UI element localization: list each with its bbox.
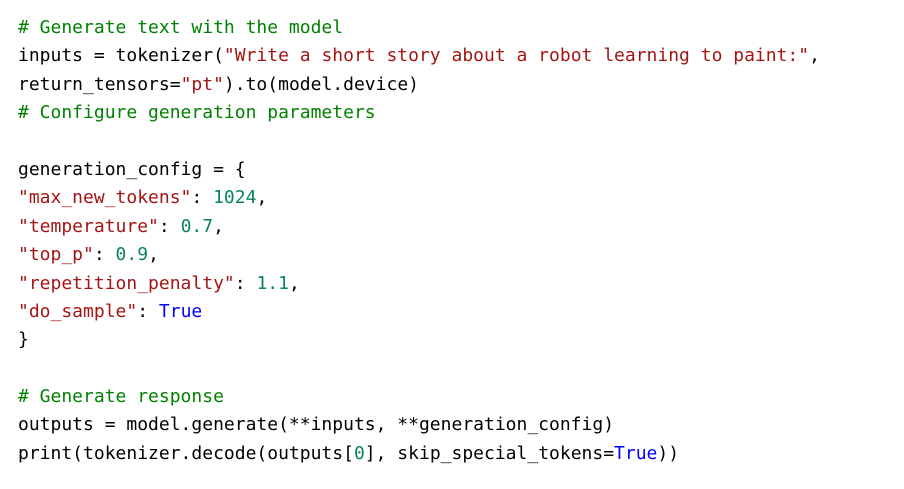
code-token-comment: # Generate text with the model (18, 17, 344, 38)
code-token-number: 0.7 (180, 215, 214, 237)
code-token-plain: ).to(model.device) (223, 73, 419, 95)
code-token-keyword: True (614, 442, 658, 464)
code-token-plain: : (191, 187, 214, 209)
code-line: "top_p": 0.9, (18, 241, 898, 269)
code-token-number: 1024 (213, 187, 257, 209)
code-token-plain: : (93, 244, 116, 266)
code-line: # Generate text with the model (18, 14, 898, 42)
code-token-plain: : (158, 215, 181, 237)
code-token-plain: : (234, 272, 257, 294)
code-line: "repetition_penalty": 1.1, (18, 270, 898, 298)
code-token-plain: , (213, 215, 224, 237)
code-line: # Configure generation parameters (18, 99, 898, 127)
code-line: generation_config = { (18, 156, 898, 184)
code-line: inputs = tokenizer("Write a short story … (18, 42, 898, 70)
code-token-comment: # Generate response (18, 386, 224, 408)
code-token-plain: } (18, 329, 29, 351)
code-token-plain: , (256, 187, 268, 209)
code-token-plain: : (137, 300, 159, 322)
code-block: # Generate text with the model inputs = t… (18, 14, 898, 468)
code-token-keyword: True (158, 300, 203, 322)
code-token-plain: , (809, 45, 820, 67)
code-token-plain: inputs = tokenizer( (18, 45, 224, 67)
code-token-string: "temperature" (18, 215, 159, 237)
code-token-plain: outputs = model.generate(**inputs, **gen… (18, 414, 615, 436)
code-token-plain: , (148, 244, 159, 266)
code-token-string: "pt" (180, 73, 224, 95)
code-token-plain: return_tensors= (18, 73, 181, 95)
code-token-plain: )) (657, 442, 680, 464)
code-token-string: "do_sample" (18, 300, 138, 322)
code-token-plain: print(tokenizer.decode(outputs[ (18, 442, 354, 464)
code-line: # Generate response (18, 383, 898, 411)
code-token-string: "Write a short story about a robot learn… (223, 45, 810, 67)
code-token-number: 1.1 (256, 272, 289, 294)
code-token-number: 0.9 (115, 244, 149, 266)
code-line: print(tokenizer.decode(outputs[0], skip_… (18, 440, 898, 468)
code-token-plain: generation_config = { (18, 158, 246, 180)
code-token-plain: ], skip_special_tokens= (364, 442, 615, 464)
code-line-blank (18, 355, 898, 383)
code-token-comment: # Configure generation parameters (18, 102, 376, 124)
code-token-string: "max_new_tokens" (18, 187, 192, 209)
code-line: return_tensors="pt").to(model.device) (18, 71, 898, 99)
code-line-blank (18, 128, 898, 156)
code-token-number: 0 (353, 442, 365, 464)
code-line: "temperature": 0.7, (18, 213, 898, 241)
code-line: "max_new_tokens": 1024, (18, 184, 898, 212)
code-line: outputs = model.generate(**inputs, **gen… (18, 411, 898, 439)
code-line: "do_sample": True (18, 298, 898, 326)
code-line: } (18, 326, 898, 354)
code-token-string: "top_p" (18, 244, 94, 266)
code-token-plain: , (288, 272, 300, 294)
code-token-string: "repetition_penalty" (18, 272, 235, 294)
